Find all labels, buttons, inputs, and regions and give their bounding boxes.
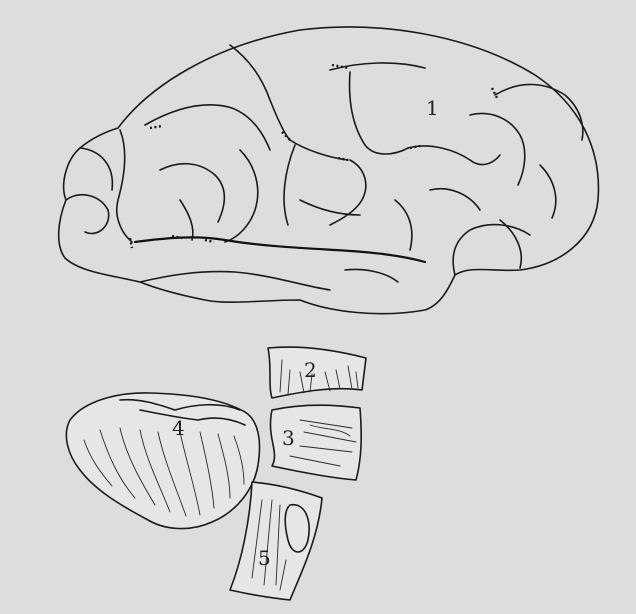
label-part-3: 3	[282, 428, 295, 448]
label-cerebrum: 1	[426, 98, 439, 118]
cerebrum-drawing	[59, 27, 599, 314]
frontal-fold-2	[80, 148, 112, 190]
part-2-outline	[268, 347, 366, 398]
frontal-fold	[66, 195, 109, 234]
label-cerebellum: 4	[172, 418, 185, 438]
cerebrum-outline	[59, 27, 599, 314]
cerebellum-outline	[66, 393, 259, 529]
cerebellum-drawing	[66, 393, 259, 529]
label-part-2: 2	[304, 360, 317, 380]
label-part-5: 5	[258, 548, 271, 568]
part-5-drawing	[230, 482, 322, 600]
part-2-drawing	[268, 347, 366, 398]
lateral-fissure	[135, 237, 425, 262]
